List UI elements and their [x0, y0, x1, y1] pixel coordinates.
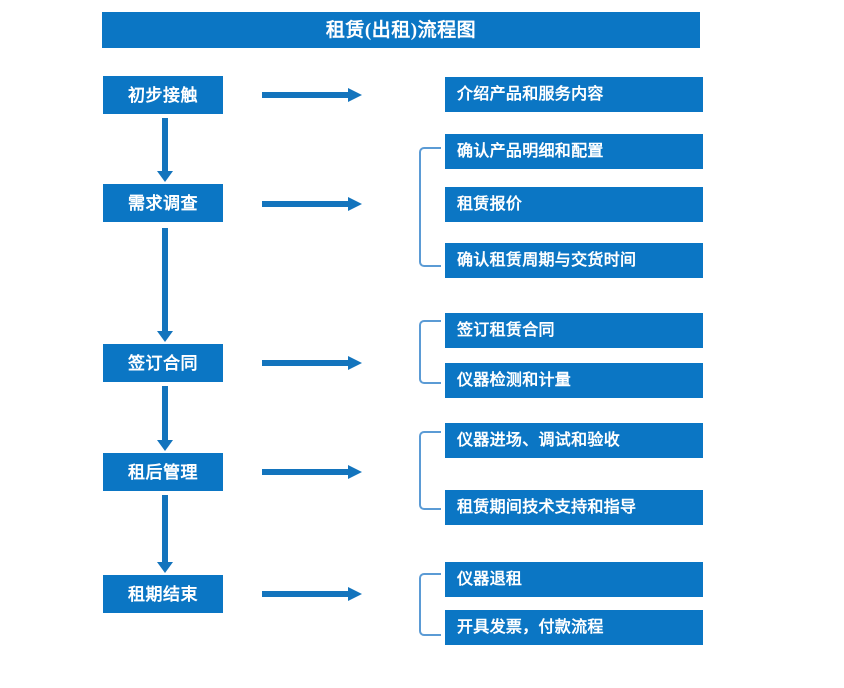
- horizontal-arrow-2: [262, 197, 362, 211]
- horizontal-arrow-3: [262, 356, 362, 370]
- arrow-shaft: [162, 228, 168, 331]
- detail-label-1-1: 介绍产品和服务内容: [457, 85, 604, 103]
- horizontal-arrow-5: [262, 587, 362, 601]
- stage-box-1[interactable]: 初步接触: [103, 76, 223, 114]
- detail-label-5-1: 仪器退租: [457, 570, 523, 588]
- arrow-head-icon: [348, 197, 362, 211]
- arrow-shaft: [162, 386, 168, 440]
- group-bracket-5: [419, 573, 441, 636]
- stage-label-3: 签订合同: [128, 353, 198, 373]
- stage-box-4[interactable]: 租后管理: [103, 453, 223, 491]
- arrow-shaft: [262, 360, 350, 366]
- horizontal-arrow-1: [262, 88, 362, 102]
- arrow-head-icon: [157, 331, 173, 342]
- page-title: 租赁(出租)流程图: [325, 19, 477, 41]
- arrow-shaft: [162, 495, 168, 562]
- group-bracket-2: [419, 147, 441, 267]
- group-bracket-4: [419, 431, 441, 510]
- detail-label-2-3: 确认租赁周期与交货时间: [457, 251, 637, 269]
- detail-box-2-1[interactable]: 确认产品明细和配置: [445, 134, 703, 169]
- detail-label-4-1: 仪器进场、调试和验收: [457, 431, 621, 449]
- arrow-shaft: [262, 469, 350, 475]
- chart-title-bar: 租赁(出租)流程图: [102, 12, 700, 48]
- arrow-shaft: [262, 201, 350, 207]
- arrow-shaft: [262, 591, 350, 597]
- stage-box-2[interactable]: 需求调查: [103, 184, 223, 222]
- stage-label-4: 租后管理: [128, 462, 198, 482]
- arrow-head-icon: [348, 465, 362, 479]
- detail-box-4-1[interactable]: 仪器进场、调试和验收: [445, 423, 703, 458]
- arrow-head-icon: [157, 440, 173, 451]
- arrow-head-icon: [157, 171, 173, 182]
- detail-box-2-3[interactable]: 确认租赁周期与交货时间: [445, 243, 703, 278]
- arrow-shaft: [262, 92, 350, 98]
- detail-box-3-1[interactable]: 签订租赁合同: [445, 313, 703, 348]
- arrow-shaft: [162, 118, 168, 171]
- vertical-arrow-4-5: [157, 495, 173, 573]
- detail-box-2-2[interactable]: 租赁报价: [445, 187, 703, 222]
- arrow-head-icon: [348, 587, 362, 601]
- stage-box-5[interactable]: 租期结束: [103, 575, 223, 613]
- vertical-arrow-3-4: [157, 386, 173, 451]
- detail-label-4-2: 租赁期间技术支持和指导: [457, 498, 637, 516]
- detail-box-4-2[interactable]: 租赁期间技术支持和指导: [445, 490, 703, 525]
- stage-box-3[interactable]: 签订合同: [103, 344, 223, 382]
- arrow-head-icon: [348, 88, 362, 102]
- stage-label-1: 初步接触: [128, 85, 198, 105]
- group-bracket-3: [419, 320, 441, 384]
- detail-box-1-1[interactable]: 介绍产品和服务内容: [445, 77, 703, 112]
- detail-box-3-2[interactable]: 仪器检测和计量: [445, 363, 703, 398]
- detail-label-2-2: 租赁报价: [457, 195, 523, 213]
- vertical-arrow-2-3: [157, 228, 173, 342]
- arrow-head-icon: [157, 562, 173, 573]
- detail-label-2-1: 确认产品明细和配置: [457, 142, 604, 160]
- detail-box-5-1[interactable]: 仪器退租: [445, 562, 703, 597]
- detail-label-3-1: 签订租赁合同: [457, 321, 555, 339]
- detail-label-3-2: 仪器检测和计量: [457, 371, 572, 389]
- vertical-arrow-1-2: [157, 118, 173, 182]
- detail-label-5-2: 开具发票，付款流程: [457, 618, 604, 636]
- horizontal-arrow-4: [262, 465, 362, 479]
- arrow-head-icon: [348, 356, 362, 370]
- stage-label-5: 租期结束: [128, 584, 198, 604]
- stage-label-2: 需求调查: [128, 193, 198, 213]
- detail-box-5-2[interactable]: 开具发票，付款流程: [445, 610, 703, 645]
